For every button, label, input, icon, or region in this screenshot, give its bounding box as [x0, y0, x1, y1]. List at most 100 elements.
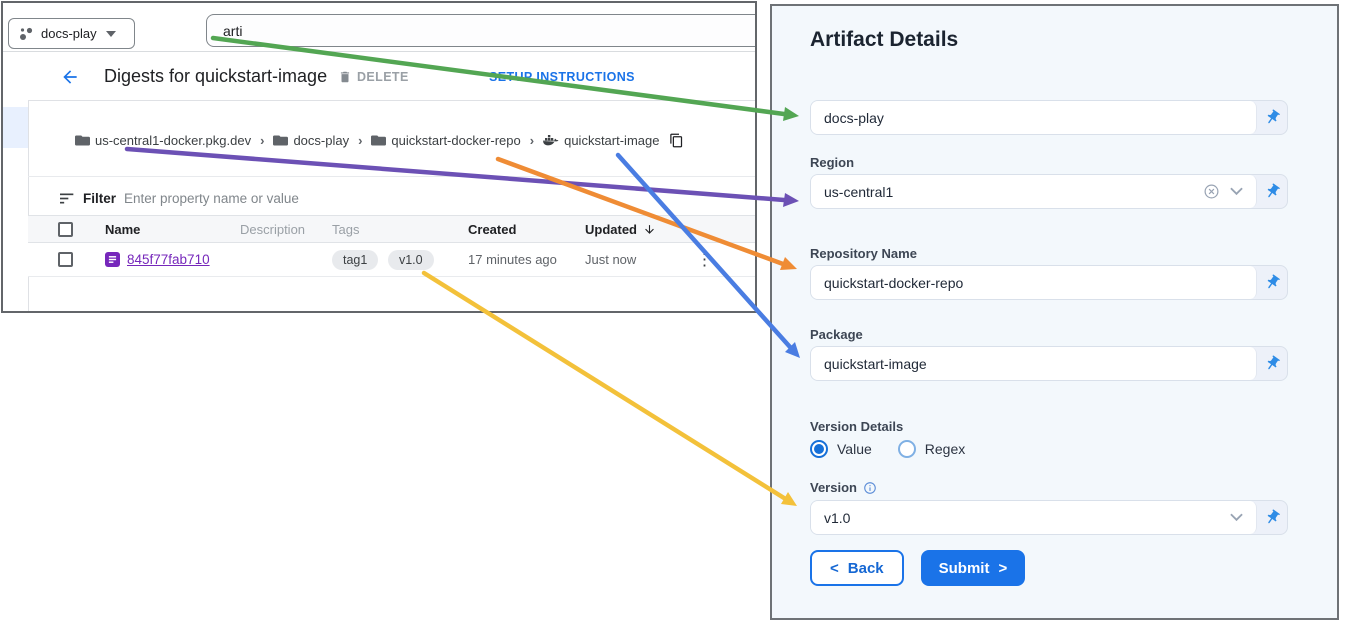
folder-icon	[75, 135, 90, 146]
cell-updated: Just now	[585, 252, 637, 267]
chevron-left-icon: <	[830, 559, 839, 577]
submit-button[interactable]: Submit >	[920, 550, 1026, 586]
copy-icon[interactable]	[669, 132, 684, 149]
search-box[interactable]	[206, 14, 755, 47]
pin-icon	[1267, 274, 1280, 289]
breadcrumb-separator: ›	[260, 133, 265, 148]
project-dots-icon	[20, 27, 33, 40]
console-screenshot-panel: docs-play Digests for quickstart-image D…	[1, 1, 757, 313]
project-value: docs-play	[824, 109, 884, 126]
repository-label: Repository Name	[810, 246, 917, 261]
chevron-down-icon	[105, 30, 116, 37]
repository-value: quickstart-docker-repo	[824, 274, 964, 291]
pin-icon	[1267, 183, 1280, 198]
delete-button[interactable]: DELETE	[338, 70, 409, 84]
column-header-updated[interactable]: Updated	[585, 222, 672, 237]
pin-icon	[1267, 509, 1280, 524]
breadcrumb-separator: ›	[529, 133, 535, 148]
column-header-created[interactable]: Created	[468, 221, 517, 237]
back-button[interactable]: < Back	[810, 550, 904, 586]
breadcrumb-item[interactable]: us-central1-docker.pkg.dev	[75, 133, 251, 148]
artifact-details-panel: Artifact Details docs-play Region us-cen…	[770, 4, 1339, 620]
package-value: quickstart-image	[824, 355, 927, 372]
setup-instructions-button[interactable]: SETUP INSTRUCTIONS	[489, 70, 635, 84]
dropdown-chevron-icon[interactable]	[1230, 187, 1243, 196]
version-pin-button[interactable]	[1257, 501, 1287, 534]
info-icon[interactable]	[863, 481, 877, 495]
filter-label: Filter	[83, 190, 117, 206]
tag-pill[interactable]: tag1	[332, 249, 379, 270]
delete-label: DELETE	[357, 70, 409, 84]
version-details-options: Value Regex	[810, 440, 965, 458]
breadcrumb-item[interactable]: docs-play	[273, 133, 349, 148]
package-label: Package	[810, 327, 863, 342]
radio-value[interactable]: Value	[810, 440, 872, 458]
region-field[interactable]: us-central1	[810, 174, 1288, 209]
version-field[interactable]: v1.0	[810, 500, 1288, 535]
package-field[interactable]: quickstart-image	[810, 346, 1288, 381]
trash-icon	[340, 71, 350, 83]
version-value: v1.0	[824, 509, 851, 526]
row-menu-button[interactable]: ⋮	[696, 249, 713, 269]
repository-field[interactable]: quickstart-docker-repo	[810, 265, 1288, 300]
chevron-right-icon: >	[998, 559, 1008, 577]
radio-unselected-icon	[897, 440, 916, 458]
package-input[interactable]: quickstart-image	[811, 347, 1257, 380]
search-input[interactable]	[207, 22, 755, 39]
package-pin-button[interactable]	[1257, 347, 1287, 380]
table-row[interactable]: 845f77fab710 tag1 v1.0 17 minutes ago Ju…	[28, 243, 755, 277]
console-topbar: docs-play	[3, 3, 755, 52]
repository-pin-button[interactable]	[1257, 266, 1287, 299]
cell-tags: tag1 v1.0	[332, 249, 468, 270]
filter-bar[interactable]: Filter	[60, 184, 425, 212]
page-title: Digests for quickstart-image	[104, 66, 328, 86]
column-header-tags[interactable]: Tags	[332, 221, 360, 237]
project-field[interactable]: docs-play	[810, 100, 1288, 135]
sidebar-selected-item[interactable]	[3, 107, 28, 148]
form-buttons: < Back Submit >	[810, 550, 1026, 586]
radio-regex[interactable]: Regex	[897, 440, 965, 458]
region-label: Region	[810, 155, 855, 170]
page-header: Digests for quickstart-image DELETE SETU…	[28, 52, 755, 101]
select-all-checkbox[interactable]	[58, 221, 73, 237]
region-value: us-central1	[824, 183, 894, 200]
row-checkbox[interactable]	[58, 252, 73, 267]
breadcrumb-item[interactable]: quickstart-docker-repo	[371, 133, 521, 148]
folder-icon	[371, 135, 387, 146]
tag-pill[interactable]: v1.0	[387, 249, 434, 270]
filter-icon	[60, 193, 74, 203]
radio-selected-icon	[810, 440, 828, 458]
project-input[interactable]: docs-play	[811, 101, 1257, 134]
pin-icon	[1267, 355, 1280, 370]
breadcrumb: us-central1-docker.pkg.dev › docs-play ›…	[75, 132, 684, 149]
divider	[28, 176, 755, 177]
column-header-name[interactable]: Name	[105, 221, 141, 237]
pin-icon	[1267, 109, 1280, 124]
cell-created: 17 minutes ago	[468, 252, 557, 267]
project-selector[interactable]: docs-play	[8, 18, 135, 49]
version-input[interactable]: v1.0	[811, 501, 1257, 534]
version-details-label: Version Details	[810, 419, 904, 434]
folder-icon	[273, 135, 289, 146]
breadcrumb-separator: ›	[358, 133, 363, 148]
clear-icon[interactable]	[1203, 183, 1220, 200]
region-pin-button[interactable]	[1257, 175, 1287, 208]
back-arrow-icon[interactable]	[60, 67, 80, 87]
column-header-description[interactable]: Description	[240, 221, 306, 237]
breadcrumb-item-current: quickstart-image	[543, 133, 659, 148]
repository-input[interactable]: quickstart-docker-repo	[811, 266, 1257, 299]
digest-icon	[105, 252, 120, 267]
project-selector-label: docs-play	[41, 26, 97, 41]
project-pin-button[interactable]	[1257, 101, 1287, 134]
form-title: Artifact Details	[810, 28, 959, 51]
filter-input[interactable]	[124, 190, 425, 206]
table-header: Name Description Tags Created Updated	[28, 215, 755, 243]
digest-link[interactable]: 845f77fab710	[127, 252, 210, 267]
dropdown-chevron-icon[interactable]	[1230, 513, 1243, 522]
version-label: Version	[810, 480, 857, 495]
region-input[interactable]: us-central1	[811, 175, 1257, 208]
sort-descending-icon	[645, 224, 654, 234]
sidebar-divider	[28, 52, 29, 311]
docker-whale-icon	[543, 134, 559, 145]
